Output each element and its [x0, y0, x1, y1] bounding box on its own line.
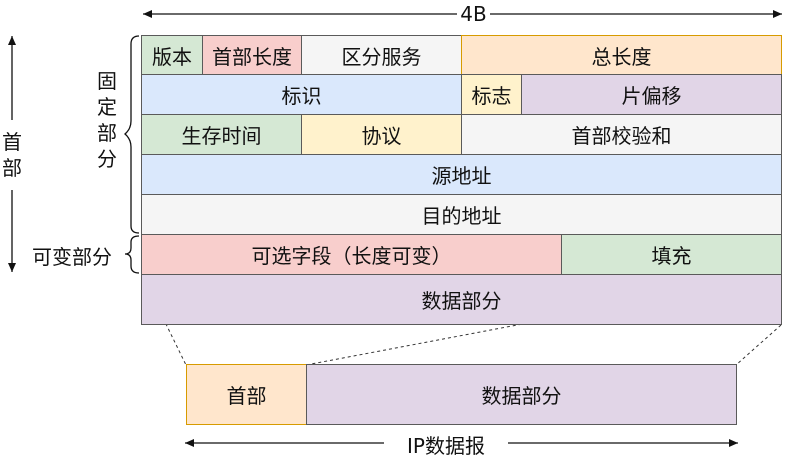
data-part: 数据部分: [141, 274, 782, 325]
datagram-data: 数据部分: [306, 364, 737, 425]
variable-part-label: 可变部分: [32, 244, 112, 269]
variable-part-brace: [124, 235, 140, 274]
flags-field: 标志: [461, 74, 522, 115]
datagram-header: 首部: [186, 364, 307, 425]
fragment-offset-field: 片偏移: [521, 74, 782, 115]
ttl-field: 生存时间: [141, 114, 302, 155]
identification-field: 标识: [141, 74, 462, 115]
header-label: 首部: [0, 129, 24, 181]
total-length-field: 总长度: [461, 35, 782, 75]
padding-field: 填充: [561, 234, 782, 275]
destination-address-field: 目的地址: [141, 194, 782, 235]
version-field: 版本: [141, 35, 203, 75]
header-length-field: 首部长度: [202, 35, 302, 75]
service-field: 区分服务: [301, 35, 462, 75]
checksum-field: 首部校验和: [461, 114, 782, 155]
fixed-part-brace: [123, 35, 140, 234]
datagram-label: IP数据报: [384, 432, 508, 458]
dashed-line-right: [735, 324, 782, 366]
options-field: 可选字段（长度可变）: [141, 234, 562, 275]
width-label: 4B: [457, 2, 490, 26]
fixed-part-label: 固定部分: [97, 69, 117, 171]
protocol-field: 协议: [301, 114, 462, 155]
source-address-field: 源地址: [141, 154, 782, 195]
